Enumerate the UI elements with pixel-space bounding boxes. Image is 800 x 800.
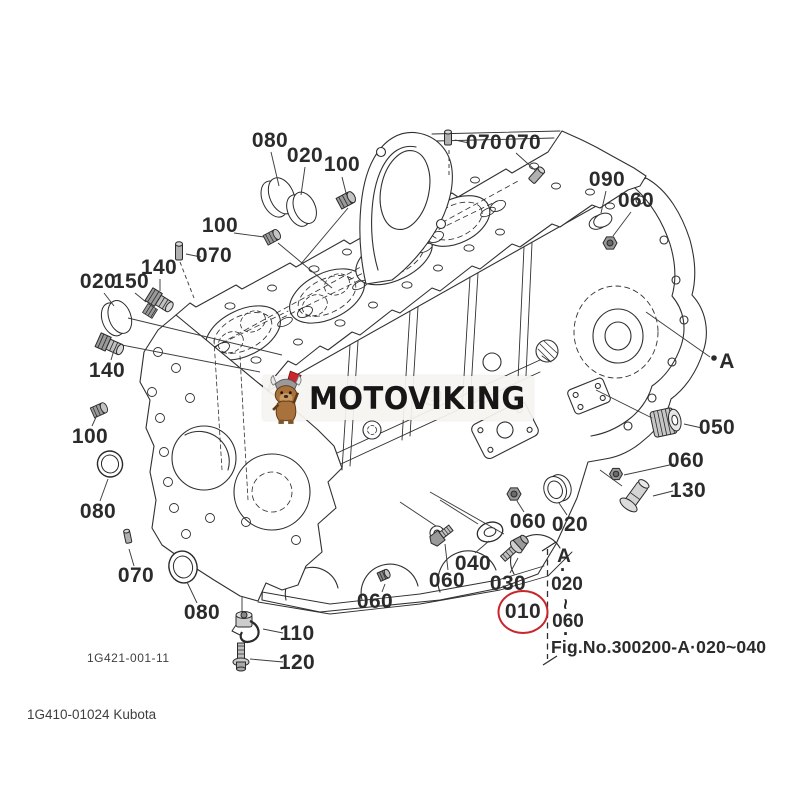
callout-070-4: 070 — [504, 131, 542, 154]
leader-lines — [91, 139, 717, 663]
callout-130-17: 130 — [669, 479, 707, 502]
engine-block-art — [139, 130, 707, 617]
callout-120-29: 120 — [278, 651, 316, 674]
fastener-parts — [89, 129, 682, 672]
callout-080-0: 080 — [251, 129, 289, 152]
callout-020-10: 020 — [79, 270, 117, 293]
bracket-entry-2: 020 — [551, 574, 583, 595]
drawing-number: 1G421-001-11 — [87, 651, 170, 665]
watermark-text: MOTOVIKING — [309, 379, 526, 417]
callout-060-16: 060 — [667, 449, 705, 472]
callout-070-21: 070 — [117, 564, 155, 587]
callout-030-24: 030 — [489, 572, 527, 595]
callout-020-1: 020 — [286, 144, 324, 167]
callout-A-14: A — [719, 350, 735, 373]
callout-100-13: 100 — [71, 425, 109, 448]
highlighted-callout-010-26: 010 — [497, 590, 549, 634]
ref-bracket-line — [541, 541, 558, 666]
callout-110-28: 110 — [279, 622, 315, 645]
callout-060-6: 060 — [617, 189, 655, 212]
bracket-entry-5: · — [562, 624, 570, 645]
callout-080-18: 080 — [79, 500, 117, 523]
callout-150-11: 150 — [112, 270, 150, 293]
callout-050-15: 050 — [698, 416, 736, 439]
callout-070-3: 070 — [465, 131, 503, 154]
callout-060-23: 060 — [428, 569, 466, 592]
bracket-entry-4: 060 — [552, 611, 584, 632]
callout-140-9: 140 — [140, 256, 178, 279]
page-caption: 1G410-01024 Kubota — [27, 707, 157, 722]
bracket-entry-0: A — [557, 546, 571, 567]
callout-140-12: 140 — [88, 359, 126, 382]
callout-020-20: 020 — [551, 513, 589, 536]
callout-090-5: 090 — [588, 168, 626, 191]
viking-mascot-icon — [270, 370, 302, 424]
bracket-entry-3: ~ — [554, 598, 575, 610]
callout-070-8: 070 — [195, 244, 233, 267]
callout-060-19: 060 — [509, 510, 547, 533]
callout-100-2: 100 — [323, 153, 361, 176]
watermark-band: MOTOVIKING — [263, 370, 533, 424]
bracket-entry-1: · — [559, 560, 567, 581]
callout-080-27: 080 — [183, 601, 221, 624]
callout-100-7: 100 — [201, 214, 239, 237]
callout-060-25: 060 — [356, 590, 394, 613]
figure-number: Fig.No.300200-A·020~040 — [551, 637, 767, 657]
callout-040-22: 040 — [454, 552, 492, 575]
